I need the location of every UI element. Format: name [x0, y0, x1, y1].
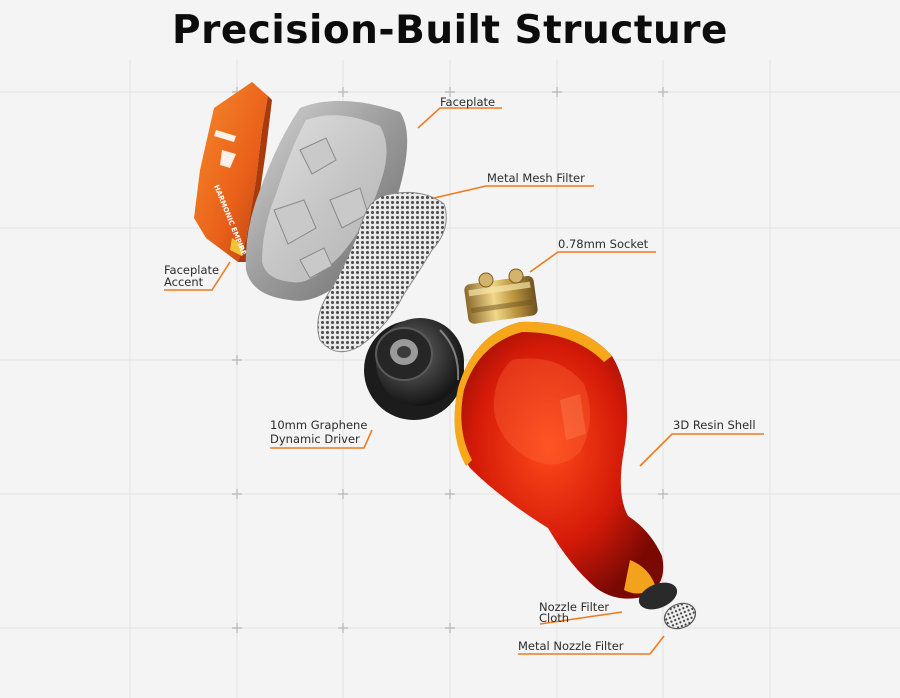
metal-nozzle-filter-part — [663, 602, 697, 630]
label-metal-mesh-filter: Metal Mesh Filter — [487, 171, 585, 185]
label-socket: 0.78mm Socket — [558, 237, 649, 251]
label-driver-line1: 10mm Graphene — [270, 418, 368, 432]
leader-lines — [164, 107, 764, 655]
label-faceplate: Faceplate — [440, 95, 496, 109]
socket-part — [464, 268, 538, 324]
label-nozzle-cloth-line1: Nozzle Filter — [539, 600, 610, 614]
label-faceplate-accent-line2: Accent — [164, 275, 204, 289]
nozzle-filter-cloth-part — [638, 582, 678, 610]
metal-mesh-filter-part — [317, 191, 447, 353]
faceplate-accent-part: HARMONIC EMPIRE — [194, 82, 272, 262]
resin-shell-part — [454, 321, 664, 599]
label-nozzle-cloth-line2: Cloth — [539, 611, 570, 625]
label-driver-line2: Dynamic Driver — [270, 432, 360, 446]
label-metal-nozzle-filter: Metal Nozzle Filter — [518, 639, 624, 653]
dynamic-driver-part — [364, 318, 464, 420]
page-title: Precision-Built Structure — [172, 8, 728, 53]
label-resin-shell: 3D Resin Shell — [673, 418, 756, 432]
label-faceplate-accent-line1: Faceplate — [164, 263, 220, 277]
